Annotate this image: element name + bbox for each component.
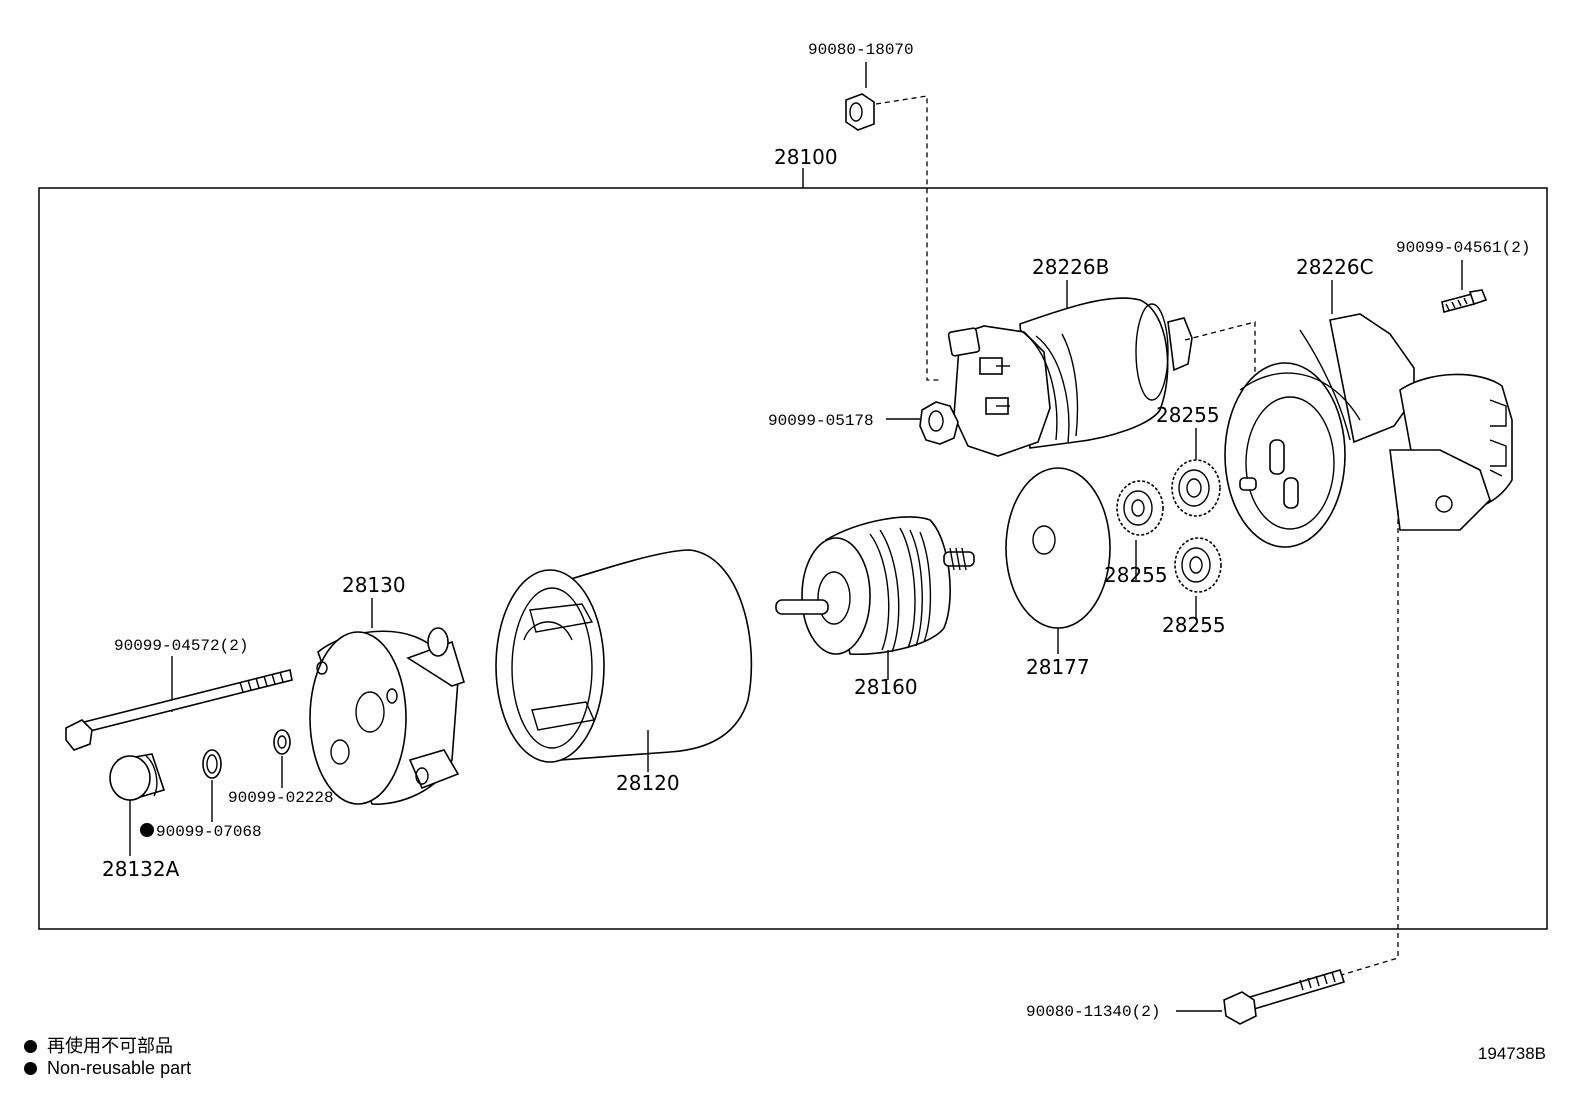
non-reusable-bullet-icon xyxy=(24,1062,37,1075)
label-90099-05178: 90099-05178 xyxy=(768,412,874,430)
label-90080-11340: 90080-11340(2) xyxy=(1026,1003,1160,1021)
label-28130: 28130 xyxy=(342,573,406,597)
bolt-90099-04561 xyxy=(1441,260,1488,313)
label-90099-04561: 90099-04561(2) xyxy=(1396,239,1530,257)
end-cap-28132A xyxy=(109,753,166,856)
bolt-90080-11340 xyxy=(1176,510,1399,1025)
end-frame-28130 xyxy=(309,598,465,805)
yoke-28120 xyxy=(495,549,753,772)
label-28132A: 28132A xyxy=(102,857,180,881)
label-28100: 28100 xyxy=(774,145,838,169)
through-bolt-90099-04572 xyxy=(65,656,293,751)
legend-jp-text: 再使用不可部品 xyxy=(47,1036,173,1056)
label-28255-top: 28255 xyxy=(1156,403,1220,427)
label-28226B: 28226B xyxy=(1032,255,1109,279)
label-28120: 28120 xyxy=(616,771,680,795)
nut-90099-05178 xyxy=(886,401,959,445)
assembly-boundary-box xyxy=(38,187,1548,930)
legend-en-text: Non-reusable part xyxy=(47,1058,192,1078)
diagram-id: 194738B xyxy=(1477,1044,1546,1063)
washer-90099-02228 xyxy=(273,729,291,788)
nut-90080-18070 xyxy=(845,62,940,381)
plate-28177 xyxy=(1005,467,1111,654)
solenoid-28226B xyxy=(947,280,1256,457)
drive-housing-28226C xyxy=(1224,280,1513,548)
label-28177: 28177 xyxy=(1026,655,1090,679)
label-28160: 28160 xyxy=(854,675,918,699)
label-90080-18070: 90080-18070 xyxy=(808,41,914,59)
armature-28160 xyxy=(775,516,975,680)
non-reusable-bullet-icon xyxy=(24,1040,37,1053)
label-90099-04572: 90099-04572(2) xyxy=(114,637,248,655)
label-90099-07068: 90099-07068 xyxy=(156,823,262,841)
legend-en: Non-reusable part xyxy=(24,1058,191,1079)
label-28255-left: 28255 xyxy=(1104,563,1168,587)
retaining-clip-90099-07068 xyxy=(202,749,222,822)
planet-gear-bottom xyxy=(1174,537,1222,620)
label-90099-02228: 90099-02228 xyxy=(228,789,334,807)
legend-jp: 再使用不可部品 xyxy=(24,1032,173,1058)
label-28226C: 28226C xyxy=(1296,255,1374,279)
planet-gear-top xyxy=(1171,428,1221,517)
planet-gear-left xyxy=(1116,480,1164,580)
non-reusable-marker xyxy=(140,823,154,837)
label-28255-bottom: 28255 xyxy=(1162,613,1226,637)
